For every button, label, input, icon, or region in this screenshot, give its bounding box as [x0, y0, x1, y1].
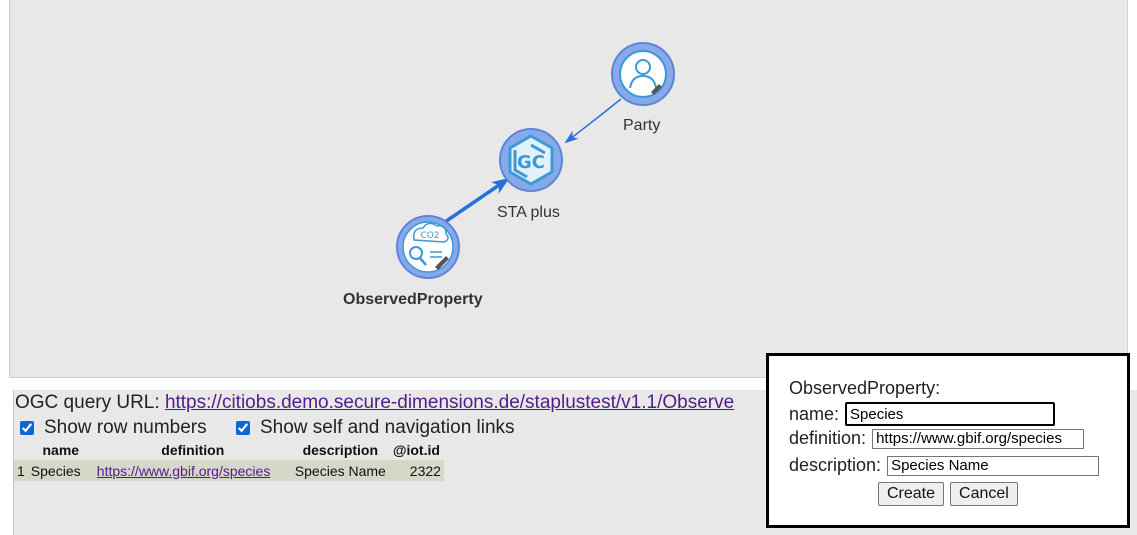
person-icon — [629, 59, 662, 95]
show-row-numbers-checkbox[interactable] — [20, 421, 34, 435]
cell-iot-id: 2322 — [388, 460, 444, 481]
cell-definition: https://www.gbif.org/species — [93, 460, 292, 481]
row-number: 1 — [14, 460, 28, 481]
show-row-numbers-option: Show row numbers — [17, 417, 207, 439]
table-row[interactable]: 1 Species https://www.gbif.org/species S… — [14, 460, 444, 481]
edge-party-sta[interactable] — [564, 98, 622, 144]
node-label-party: Party — [623, 117, 661, 134]
results-table: name definition description @iot.id 1 Sp… — [14, 439, 444, 481]
column-header-description[interactable]: description — [291, 439, 389, 460]
show-nav-links-label: Show self and navigation links — [260, 417, 515, 438]
graph-canvas[interactable]: GC CO2 — [10, 0, 1129, 378]
name-row: name: — [789, 402, 1056, 426]
query-url-row: OGC query URL: https://citiobs.demo.secu… — [15, 392, 734, 414]
graph-panel[interactable]: GC CO2 Party STA plus ObservedProperty — [9, 0, 1128, 378]
description-input[interactable] — [887, 455, 1100, 476]
edge-observedproperty-sta[interactable] — [441, 177, 510, 226]
query-url-link[interactable]: https://citiobs.demo.secure-dimensions.d… — [164, 392, 735, 413]
description-row: description: — [789, 455, 1100, 476]
definition-label: definition: — [789, 428, 867, 448]
show-nav-links-option: Show self and navigation links — [233, 417, 515, 439]
cell-description: Species Name — [291, 460, 389, 481]
column-header-rownum — [14, 439, 28, 460]
node-label-observedproperty: ObservedProperty — [343, 291, 483, 308]
node-party[interactable] — [611, 42, 675, 106]
column-header-definition[interactable]: definition — [93, 439, 292, 460]
node-observedproperty[interactable]: CO2 — [396, 215, 460, 279]
column-header-iot-id[interactable]: @iot.id — [388, 439, 444, 460]
create-observedproperty-dialog: ObservedProperty: name: definition: desc… — [766, 353, 1130, 528]
create-button[interactable]: Create — [878, 482, 945, 506]
ogc-logo-icon: GC — [508, 134, 554, 186]
show-nav-links-checkbox[interactable] — [236, 421, 250, 435]
node-label-sta-plus: STA plus — [497, 204, 560, 221]
cell-name: Species — [27, 460, 94, 481]
definition-link[interactable]: https://www.gbif.org/species — [96, 462, 271, 479]
definition-row: definition: — [789, 428, 1085, 449]
svg-text:GC: GC — [517, 152, 545, 173]
name-label: name: — [789, 403, 840, 424]
description-label: description: — [789, 455, 882, 475]
node-sta-plus[interactable]: GC — [499, 128, 563, 192]
column-header-name[interactable]: name — [27, 439, 94, 460]
table-header-row: name definition description @iot.id — [14, 439, 444, 460]
svg-text:CO2: CO2 — [420, 231, 439, 241]
co2-search-icon: CO2 — [409, 222, 449, 270]
show-row-numbers-label: Show row numbers — [44, 417, 207, 438]
name-input[interactable] — [845, 402, 1056, 426]
definition-input[interactable] — [872, 428, 1085, 449]
dialog-title: ObservedProperty: — [789, 378, 941, 398]
query-url-label: OGC query URL: — [15, 392, 160, 413]
cancel-button[interactable]: Cancel — [950, 482, 1018, 506]
dialog-buttons: Create Cancel — [875, 482, 1021, 506]
